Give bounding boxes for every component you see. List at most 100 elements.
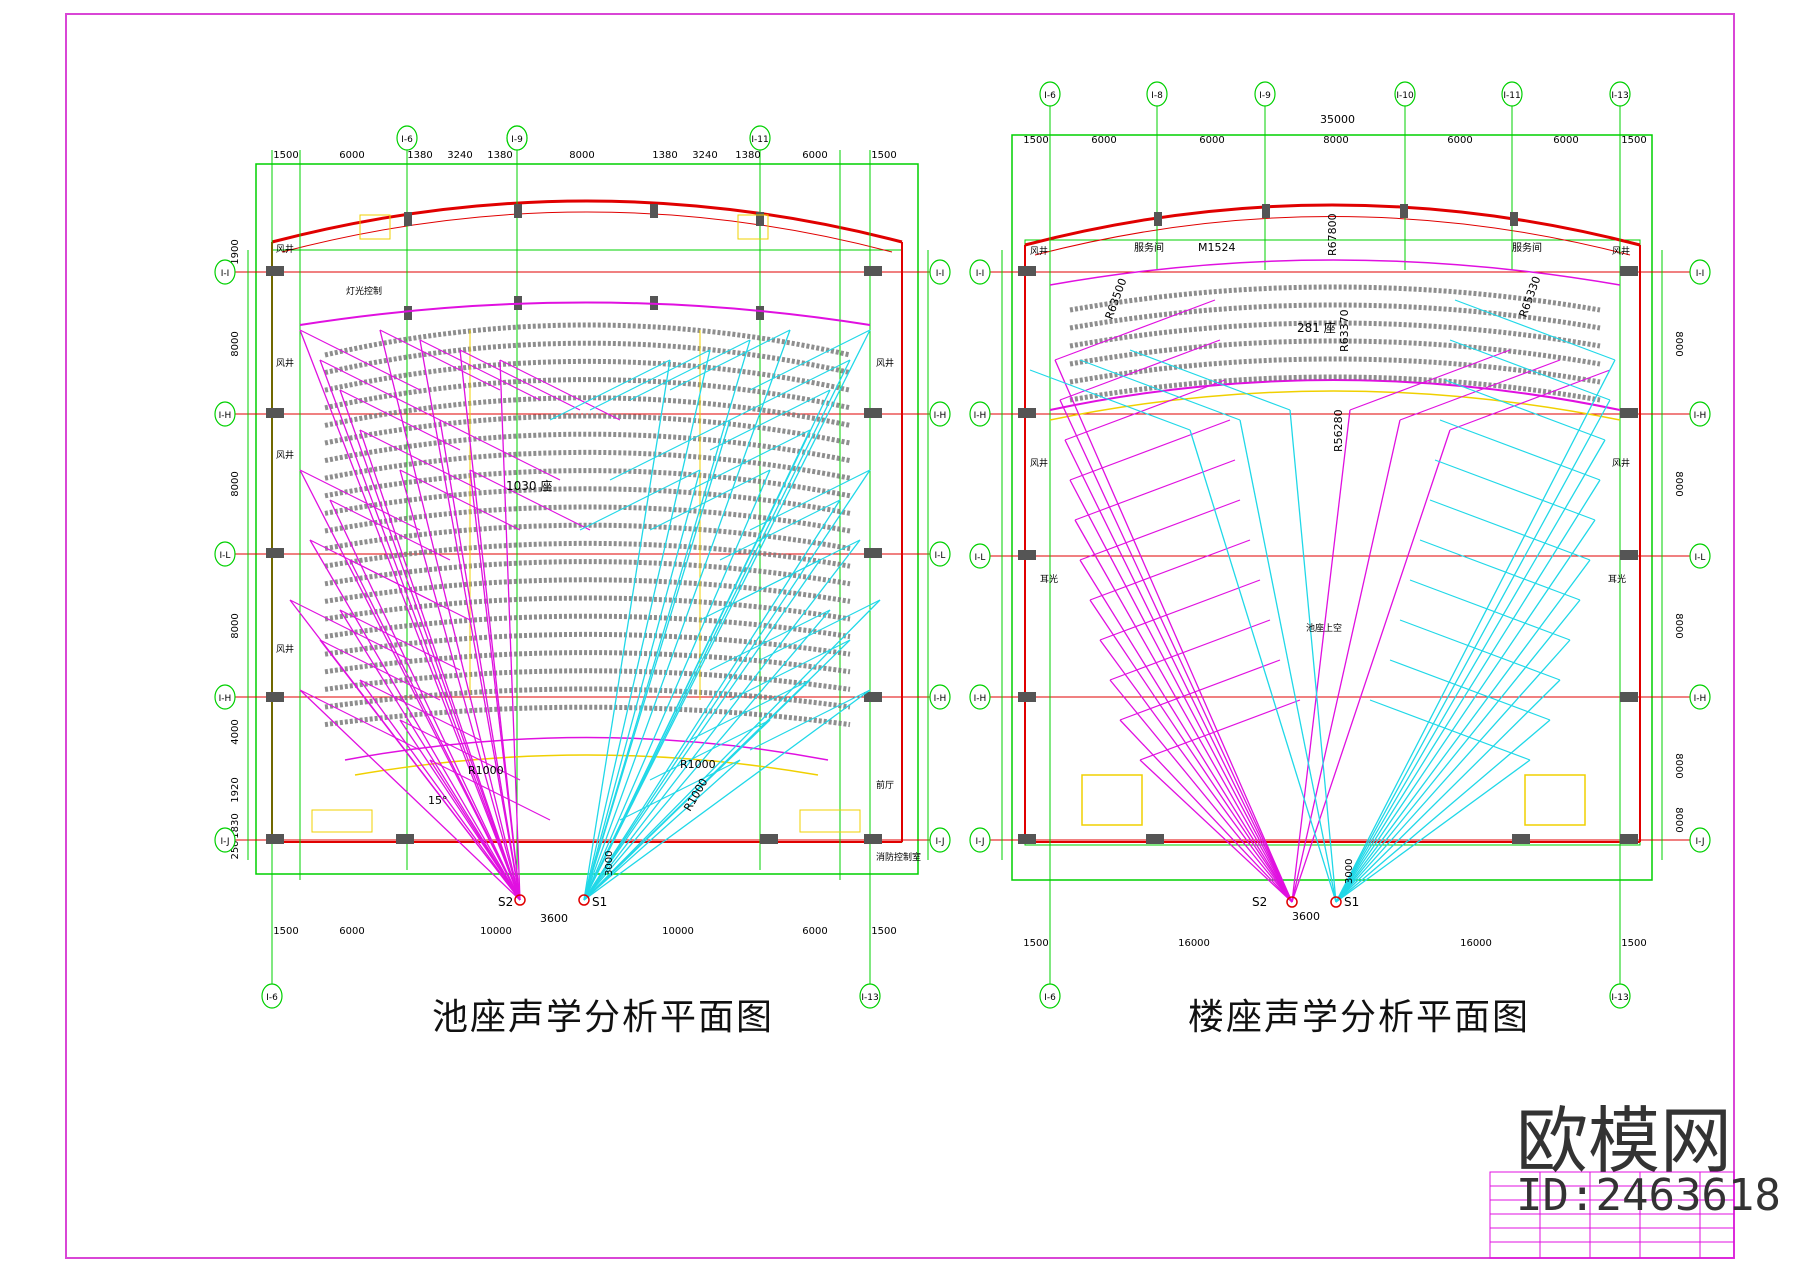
- reflected-ray: [579, 469, 701, 531]
- left-balcony-edge: [299, 301, 871, 326]
- grid-bubble: [396, 125, 418, 151]
- acoustic-ray: [583, 469, 701, 901]
- seat-row: [324, 431, 851, 464]
- seat-row: [324, 358, 851, 393]
- dimension-label: 8000: [1673, 753, 1684, 778]
- seat-row: [1069, 320, 1601, 349]
- reflected-ray: [689, 679, 811, 741]
- seat-row: [1069, 338, 1601, 367]
- reflected-ray: [629, 339, 751, 401]
- dimension-label: 6000: [1553, 135, 1578, 146]
- acoustic-ray: [1335, 559, 1591, 903]
- watermark-id: ID:2463618: [1516, 1170, 1781, 1221]
- grid-bubble-label: I-6: [1044, 993, 1056, 1003]
- reflected-ray: [1069, 419, 1231, 481]
- grid-bubble: [1146, 81, 1168, 107]
- left-labels: 1030 座 S2 S1 3600 3000 R1000 R1000 R1000…: [276, 243, 921, 925]
- grid-bubble: [929, 541, 951, 567]
- dimension-label: 8000: [1323, 135, 1348, 146]
- acoustic-ray: [583, 499, 841, 901]
- grid-bubble-label: I-H: [934, 411, 947, 421]
- reflected-ray: [299, 689, 421, 751]
- right-source-label-s1: S1: [1344, 895, 1359, 909]
- left-drawing-title: 池座声学分析平面图: [432, 997, 775, 1038]
- seat-row: [324, 413, 851, 446]
- reflected-ray: [329, 499, 451, 561]
- grid-bubble-label: I-J: [220, 837, 229, 847]
- right-balcony-back: [1049, 259, 1621, 286]
- dimension-label: 3240: [692, 150, 717, 161]
- right-labels: 35000 281 座 M1524 池座上空 S2 S1 3600 3000 R…: [1030, 113, 1630, 923]
- acoustic-ray: [299, 329, 521, 901]
- reflected-ray: [1369, 699, 1531, 761]
- grid-bubble-label: I-I: [1696, 269, 1705, 279]
- right-balcony-front: [1049, 379, 1621, 411]
- acoustic-ray: [1291, 419, 1401, 903]
- reflected-ray: [1089, 539, 1251, 601]
- grid-bubble-label: I-H: [974, 411, 987, 421]
- reflected-ray: [759, 599, 881, 661]
- right-vgrid-lines: [1001, 100, 1663, 990]
- grid-bubble: [929, 827, 951, 853]
- acoustic-ray: [583, 469, 771, 901]
- left-source-offset: 3000: [604, 851, 615, 876]
- acoustic-ray: [583, 339, 751, 901]
- reflected-ray: [1079, 499, 1241, 561]
- reflected-ray: [749, 329, 871, 391]
- reflected-ray: [1449, 339, 1611, 401]
- grid-bubble: [506, 125, 528, 151]
- left-radius-label: R1000: [681, 776, 710, 813]
- left-room-label: 消防控制室: [876, 851, 921, 863]
- reflected-ray: [429, 759, 551, 821]
- acoustic-ray: [583, 759, 741, 901]
- right-sources: [1286, 896, 1342, 908]
- reflected-ray: [1099, 579, 1261, 641]
- grid-bubble: [214, 259, 236, 285]
- right-seat-count: 281 座: [1297, 320, 1336, 335]
- acoustic-ray: [419, 339, 521, 901]
- acoustic-ray: [583, 329, 791, 901]
- dimension-label: 16000: [1178, 938, 1210, 949]
- acoustic-ray: [1289, 409, 1337, 903]
- acoustic-ray: [1109, 679, 1293, 903]
- acoustic-ray: [399, 469, 521, 901]
- reflected-ray: [419, 339, 541, 401]
- left-radius-label: R1000: [468, 764, 504, 777]
- dimension-label: 6000: [802, 926, 827, 937]
- grid-bubble-label: I-J: [975, 837, 984, 847]
- acoustic-ray: [1335, 679, 1561, 903]
- dimension-label: 8000: [1673, 471, 1684, 496]
- grid-bubble-label: I-9: [1259, 91, 1271, 101]
- grid-bubble-label: I-H: [1694, 694, 1707, 704]
- reflected-ray: [469, 469, 591, 531]
- seat-row: [324, 540, 851, 569]
- grid-bubble-label: I-H: [1694, 411, 1707, 421]
- acoustic-ray: [1335, 359, 1616, 903]
- acoustic-ray: [583, 329, 871, 901]
- reflected-ray: [1074, 459, 1236, 521]
- dimension-label: 1830: [230, 813, 241, 838]
- right-room-label: 风井: [1030, 457, 1048, 469]
- reflected-ray: [1399, 619, 1561, 681]
- left-room-label: 风井: [276, 357, 294, 369]
- grid-bubble: [1609, 983, 1631, 1009]
- dimension-label: 10000: [480, 926, 512, 937]
- acoustic-ray: [299, 689, 521, 901]
- dimension-label: 6000: [339, 150, 364, 161]
- acoustic-ray: [379, 329, 521, 901]
- right-pit-label: 池座上空: [1306, 622, 1342, 634]
- reflected-ray: [379, 329, 501, 391]
- reflected-ray: [649, 469, 771, 531]
- acoustic-ray: [309, 539, 521, 901]
- reflected-ray: [1399, 359, 1561, 421]
- dimension-label: 10000: [662, 926, 694, 937]
- reflected-ray: [589, 349, 711, 411]
- dimension-label: 1900: [230, 239, 241, 264]
- grid-bubble: [749, 125, 771, 151]
- grid-bubble: [1039, 983, 1061, 1009]
- grid-bubble-label: I-J: [1695, 837, 1704, 847]
- acoustic-ray: [1239, 419, 1337, 903]
- grid-bubble-label: I-6: [266, 993, 278, 1003]
- dimension-label: 8000: [230, 471, 241, 496]
